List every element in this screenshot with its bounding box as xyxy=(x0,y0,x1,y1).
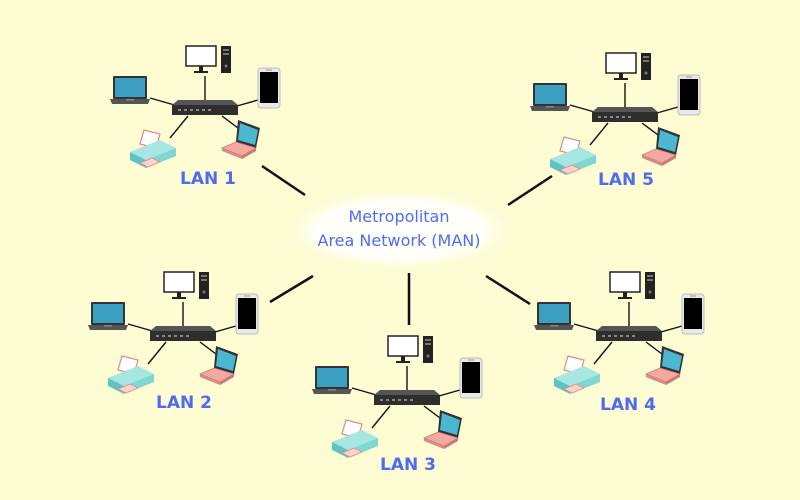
desktop-computer-icon xyxy=(605,52,652,81)
backbone-links xyxy=(261,164,553,325)
lan-2: LAN 2 xyxy=(88,271,259,413)
laptop-icon xyxy=(88,302,128,330)
desktop-computer-icon xyxy=(185,45,232,74)
laptop-icon xyxy=(110,76,150,104)
lan-4-links xyxy=(573,302,683,365)
laptop-icon xyxy=(199,345,239,386)
lan-1: LAN 1 xyxy=(110,45,281,189)
laptop-icon xyxy=(221,119,261,160)
laptop-icon xyxy=(641,126,681,167)
man-cloud xyxy=(280,188,520,272)
desktop-computer-icon xyxy=(387,335,434,364)
smartphone-icon xyxy=(677,74,701,116)
network-switch-icon xyxy=(374,390,440,405)
lan-4-label: LAN 4 xyxy=(600,395,656,415)
link-man-lan5 xyxy=(507,174,553,207)
man-label-line2: Area Network (MAN) xyxy=(318,231,481,250)
lan-5-label: LAN 5 xyxy=(598,170,654,190)
lan-5-links xyxy=(569,83,679,146)
laptop-icon xyxy=(423,409,463,450)
network-switch-icon xyxy=(596,326,662,341)
lan-1-label: LAN 1 xyxy=(180,169,236,189)
smartphone-icon xyxy=(257,67,281,109)
printer-icon xyxy=(331,419,379,459)
smartphone-icon xyxy=(681,293,705,335)
laptop-icon xyxy=(312,366,352,394)
network-switch-icon xyxy=(592,107,658,122)
network-switch-icon xyxy=(150,326,216,341)
smartphone-icon xyxy=(235,293,259,335)
laptop-icon xyxy=(645,345,685,386)
desktop-computer-icon xyxy=(609,271,656,300)
printer-icon xyxy=(549,136,597,176)
desktop-computer-icon xyxy=(163,271,210,300)
man-label-line1: Metropolitan xyxy=(349,207,450,226)
man-node: Metropolitan Area Network (MAN) xyxy=(280,188,520,272)
link-man-lan1 xyxy=(261,164,306,197)
laptop-icon xyxy=(534,302,574,330)
network-switch-icon xyxy=(172,100,238,115)
link-man-lan2 xyxy=(269,274,314,304)
printer-icon xyxy=(107,355,155,395)
lan-3-links xyxy=(351,366,461,429)
smartphone-icon xyxy=(459,357,483,399)
laptop-icon xyxy=(530,83,570,111)
lan-4: LAN 4 xyxy=(534,271,705,415)
lan-2-label: LAN 2 xyxy=(156,393,212,413)
lan-3-label: LAN 3 xyxy=(380,455,436,475)
lan-3: LAN 3 xyxy=(312,335,483,475)
lan-5: LAN 5 xyxy=(530,52,701,190)
printer-icon xyxy=(129,129,177,169)
printer-icon xyxy=(553,355,601,395)
link-man-lan4 xyxy=(485,274,531,306)
